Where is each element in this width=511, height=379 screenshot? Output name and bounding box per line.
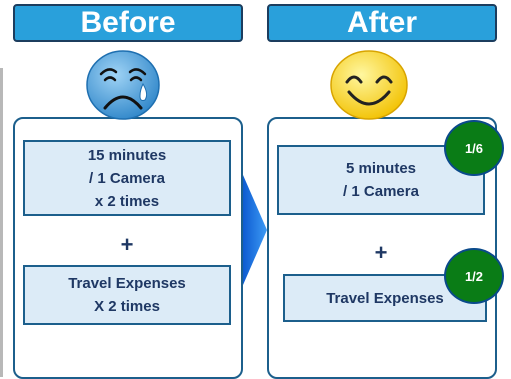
before-plus: + [120,232,134,257]
before-travel-line-1: Travel Expenses [68,275,186,292]
after-time-box: 5 minutes / 1 Camera [277,145,485,215]
sad-crying-face-icon [86,50,160,120]
happy-smiling-face-icon [330,50,408,120]
after-title: After [346,6,417,39]
after-time-line-1: 5 minutes [345,160,417,177]
left-edge-divider [0,68,3,377]
before-time-box: 15 minutes / 1 Camera x 2 times [23,140,231,216]
reduction-badge-travel: 1/2 [444,248,504,304]
after-travel-line-1: Travel Expenses [326,289,444,307]
before-time-line-2: / 1 Camera [89,169,165,187]
after-travel-box: Travel Expenses [283,274,487,322]
after-title-tab: After [267,4,497,42]
after-plus: + [374,240,388,265]
reduction-badge-time: 1/6 [444,120,504,176]
reduction-badge-time-label: 1/6 [464,140,484,156]
transition-arrow-icon [243,175,267,285]
before-travel-box: Travel Expenses X 2 times [23,265,231,325]
before-time-line-1: 15 minutes [87,146,167,164]
before-travel-line-2: X 2 times [94,298,160,315]
reduction-badge-travel-label: 1/2 [464,268,484,284]
before-title-tab: Before [13,4,243,42]
after-time-line-2: / 1 Camera [343,183,419,200]
before-title: Before [80,6,176,39]
before-time-line-3: x 2 times [94,192,160,210]
